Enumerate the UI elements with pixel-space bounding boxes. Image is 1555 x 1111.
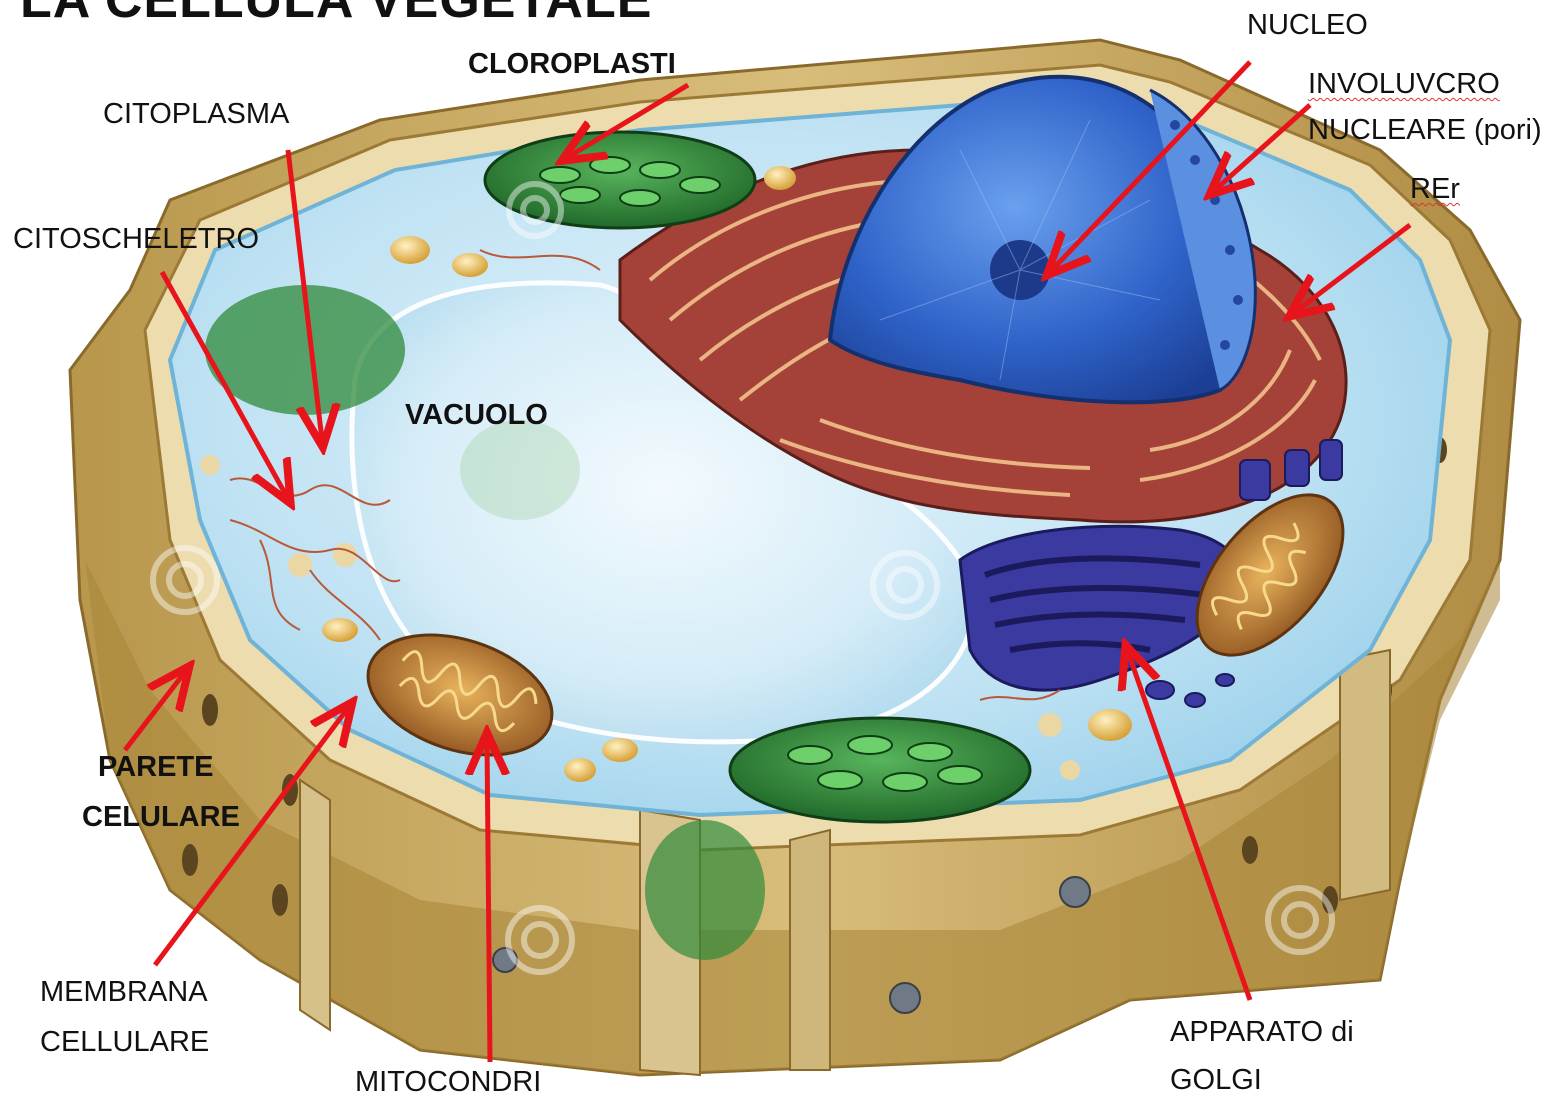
label-parete-line2: CELULARE <box>82 800 240 835</box>
label-mitocondri: MITOCONDRI <box>355 1065 541 1100</box>
label-membrana-line2: CELLULARE <box>40 1025 209 1060</box>
label-vacuolo: VACUOLO <box>405 398 548 433</box>
label-nucleo: NUCLEO <box>1247 8 1368 43</box>
label-involucro-line1: INVOLUVCRO <box>1308 67 1500 102</box>
label-parete-line1: PARETE <box>98 750 213 785</box>
page-title: LA CELLULA VEGETALE <box>20 0 652 30</box>
label-rer: REr <box>1410 172 1460 207</box>
label-citoscheletro: CITOSCHELETRO <box>13 222 259 257</box>
label-golgi-line1: APPARATO di <box>1170 1015 1354 1050</box>
arrow-mitocondri <box>487 740 490 1062</box>
label-citoplasma: CITOPLASMA <box>103 97 289 132</box>
label-involucro-line2: NUCLEARE (pori) <box>1308 113 1542 148</box>
chloroplast-lower <box>645 820 765 960</box>
chloroplast-bottom <box>730 718 1030 822</box>
label-golgi-line2: GOLGI <box>1170 1063 1262 1098</box>
label-membrana-line1: MEMBRANA <box>40 975 208 1010</box>
label-cloroplasti: CLOROPLASTI <box>468 47 676 82</box>
